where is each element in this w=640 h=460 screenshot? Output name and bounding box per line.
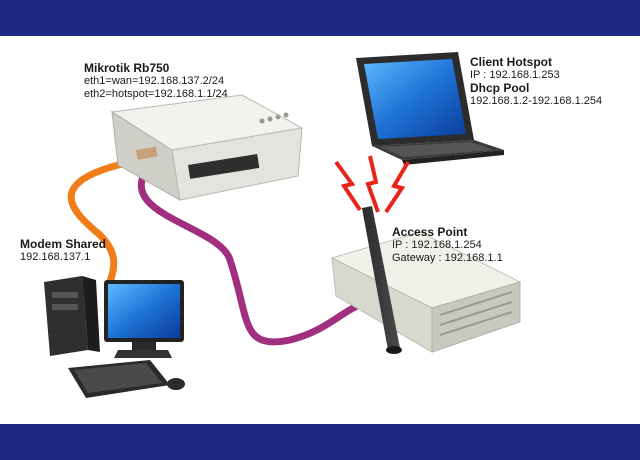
client-ip: IP : 192.168.1.253 <box>470 69 560 81</box>
top-band <box>0 0 640 36</box>
router-title: Mikrotik Rb750 <box>84 61 170 75</box>
dhcp-pool-range: 192.168.1.2-192.168.1.254 <box>470 95 603 107</box>
access-point-ip: IP : 192.168.1.254 <box>392 239 482 251</box>
desktop-pc <box>44 276 185 398</box>
wireless-signal-icon <box>334 155 410 214</box>
modem-label: Modem Shared 192.168.137.1 <box>20 238 106 264</box>
router-eth2: eth2=hotspot=192.168.1.1/24 <box>84 88 228 100</box>
mikrotik-router <box>110 94 304 201</box>
access-point-gateway: Gateway : 192.168.1.1 <box>392 252 503 264</box>
access-point <box>330 206 522 354</box>
modem-ip: 192.168.137.1 <box>20 251 91 263</box>
dhcp-pool-title: Dhcp Pool <box>470 81 530 95</box>
client-title: Client Hotspot <box>470 55 552 69</box>
router-label: Mikrotik Rb750 eth1=wan=192.168.137.2/24… <box>84 62 228 101</box>
access-point-label: Access Point IP : 192.168.1.254 Gateway … <box>392 226 503 265</box>
bottom-band <box>0 424 640 460</box>
router-eth1: eth1=wan=192.168.137.2/24 <box>84 75 225 87</box>
laptop <box>356 52 504 165</box>
modem-title: Modem Shared <box>20 237 107 251</box>
client-label: Client Hotspot IP : 192.168.1.253 Dhcp P… <box>470 56 602 108</box>
access-point-title: Access Point <box>392 225 468 239</box>
lan-cable <box>137 161 376 346</box>
